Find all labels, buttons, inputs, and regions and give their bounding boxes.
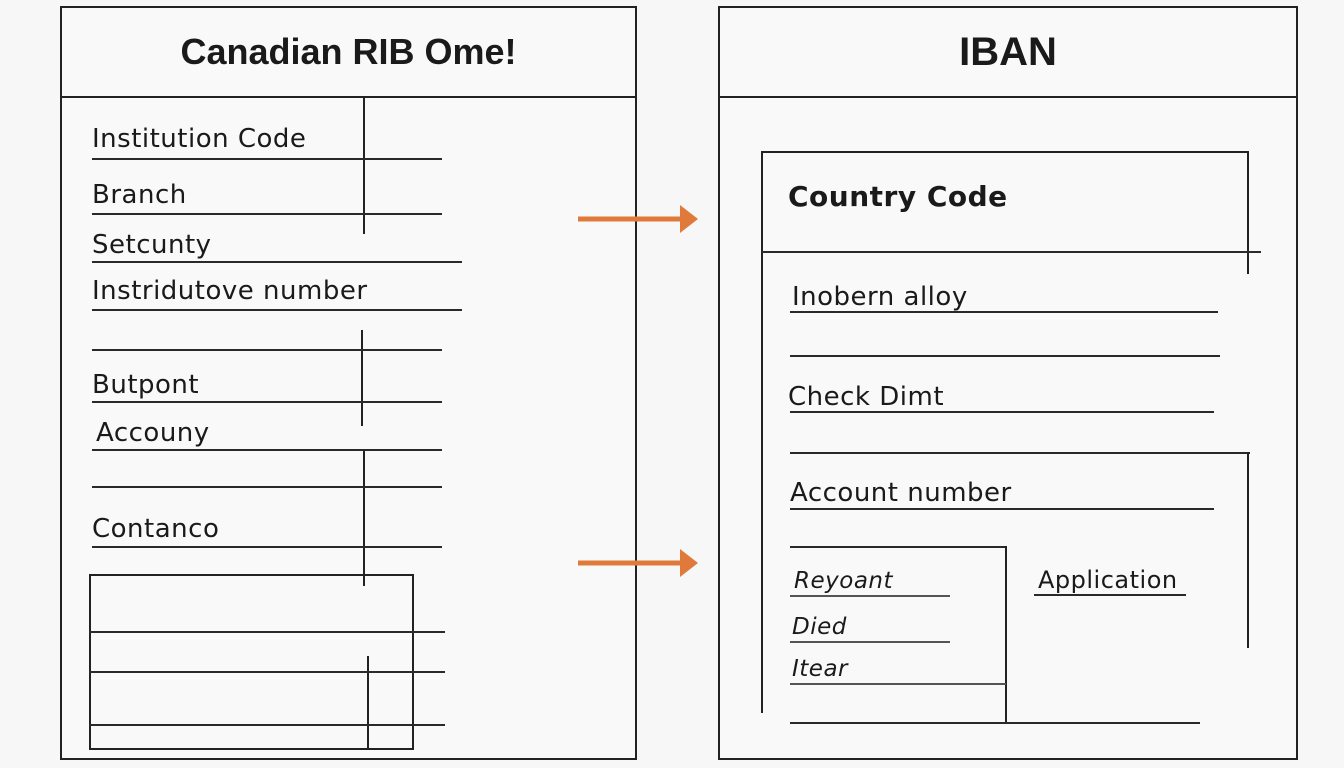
field-itear: Itear xyxy=(792,656,849,682)
field-rule-blank xyxy=(92,486,442,488)
field-rule xyxy=(92,261,462,263)
rib-panel-title: Canadian RIB Ome! xyxy=(180,31,517,72)
field-rule xyxy=(790,311,1218,313)
iban-side-line-1 xyxy=(1247,248,1249,274)
field-rule-blank xyxy=(92,349,442,351)
field-inobern-alloy: Inobern alloy xyxy=(792,282,968,312)
rib-bottom-table xyxy=(89,574,414,750)
field-rule xyxy=(92,309,462,311)
arrow-right-icon xyxy=(578,549,698,577)
field-rule xyxy=(92,401,442,403)
rib-divider-2 xyxy=(361,330,363,426)
rib-panel-header: Canadian RIB Ome! xyxy=(62,8,635,98)
field-instridutove-number: Instridutove number xyxy=(92,276,368,306)
iban-body-left-line xyxy=(761,253,763,713)
field-institution-code: Institution Code xyxy=(92,124,307,154)
field-rule xyxy=(92,449,442,451)
table-row-rule xyxy=(89,724,445,726)
field-rule xyxy=(92,546,442,548)
sub-box-top xyxy=(790,546,1006,548)
field-rule xyxy=(92,158,442,160)
field-rule xyxy=(790,683,1006,685)
field-branch: Branch xyxy=(92,180,187,210)
canadian-rib-panel: Canadian RIB Ome! Institution Code Branc… xyxy=(60,6,637,760)
country-code-label: Country Code xyxy=(788,180,1008,213)
field-rule-blank xyxy=(790,452,1250,454)
field-account-number: Account number xyxy=(790,478,1012,508)
field-rule xyxy=(92,213,442,215)
application-label: Application xyxy=(1038,566,1178,594)
iban-side-line-2 xyxy=(1247,452,1249,648)
field-rule-blank xyxy=(790,355,1220,357)
application-rule xyxy=(1034,594,1186,596)
field-rule xyxy=(790,641,950,643)
field-rule xyxy=(790,411,1214,413)
field-check-dimt: Check Dimt xyxy=(788,382,945,412)
rib-divider-3 xyxy=(363,450,365,586)
field-rule-bottom xyxy=(790,722,1200,724)
field-rule xyxy=(790,508,1214,510)
field-died: Died xyxy=(792,614,847,640)
table-row-rule xyxy=(89,631,445,633)
iban-panel: IBAN Country Code Inobern alloy Check Di… xyxy=(718,6,1298,760)
sub-box-right xyxy=(1005,546,1007,724)
field-rule xyxy=(790,595,950,597)
arrow-right-icon xyxy=(578,205,698,233)
iban-panel-title: IBAN xyxy=(959,29,1057,74)
field-butpont: Butpont xyxy=(92,370,200,400)
country-code-rule xyxy=(761,251,1261,253)
field-setcunty: Setcunty xyxy=(92,230,212,260)
field-contanco: Contanco xyxy=(92,514,220,544)
field-accouny: Accouny xyxy=(96,418,210,448)
field-reyoant: Reyoant xyxy=(794,568,894,594)
table-row-rule xyxy=(89,671,445,673)
rib-divider-1 xyxy=(363,98,365,234)
rib-divider-4 xyxy=(367,656,369,748)
iban-panel-header: IBAN xyxy=(720,8,1296,98)
